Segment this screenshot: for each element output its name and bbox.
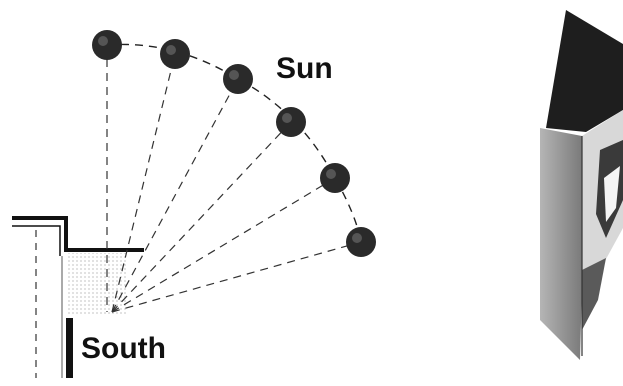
sun-position-icon (223, 64, 253, 94)
roof-outline-inner (12, 225, 61, 256)
sun-ray (111, 121, 292, 313)
shading-fin-3d (540, 10, 623, 360)
sun-position-icon (320, 163, 350, 193)
fin-texture-light (604, 166, 620, 222)
sun-position-icon (92, 30, 122, 60)
sun-ray (111, 53, 176, 313)
fin-gray-face (540, 128, 582, 360)
sun-position-icon (346, 227, 376, 257)
south-label: South (81, 332, 166, 365)
sun-rays (106, 45, 362, 313)
sun-highlight (98, 36, 108, 46)
fin-dark-face (546, 10, 623, 132)
sun-position-icon (276, 107, 306, 137)
sun-ray (111, 241, 362, 313)
sun-highlight (229, 70, 239, 80)
sun-highlight (282, 113, 292, 123)
fin-lower-shadow (582, 258, 606, 330)
wall-south-facade (66, 318, 73, 378)
sun-position-icon (160, 39, 190, 69)
sun-positions (92, 30, 376, 257)
building-section (12, 216, 144, 378)
sun-label: Sun (276, 52, 333, 85)
roof-outline (12, 216, 144, 252)
shaded-window-region (66, 253, 126, 315)
sun-highlight (166, 45, 176, 55)
sun-ray (111, 177, 336, 313)
sun-ray (111, 78, 239, 313)
sun-highlight (352, 233, 362, 243)
sun-highlight (326, 169, 336, 179)
